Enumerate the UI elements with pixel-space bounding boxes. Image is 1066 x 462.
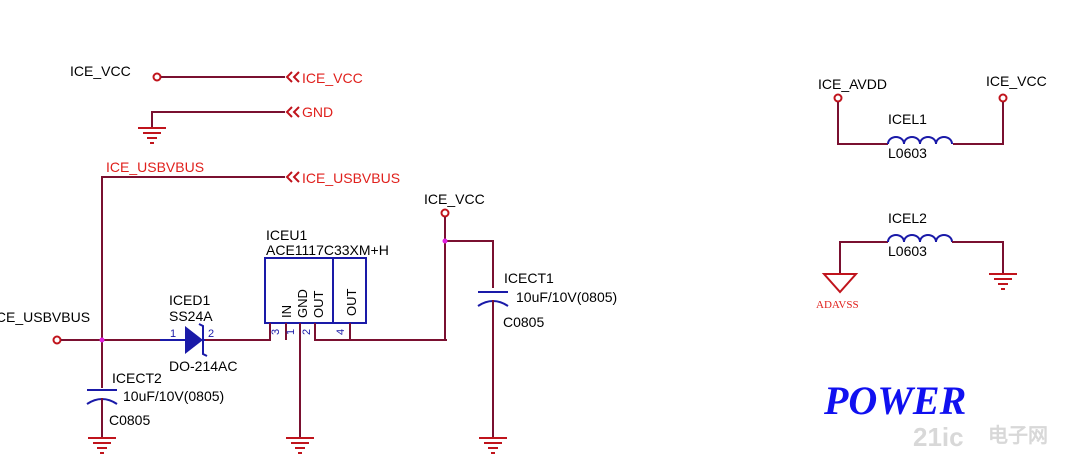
ice-avdd-pin <box>833 93 843 103</box>
iced1-pin2: 2 <box>208 328 214 340</box>
ground-icon <box>479 437 507 454</box>
watermark-text: 电子网 <box>988 423 1048 447</box>
diode-icon <box>185 326 203 354</box>
icel2-inductor: ICEL2 L0603 ADAVSS <box>816 210 1017 311</box>
iceu1-value: ACE1117C33XM+H <box>266 242 389 258</box>
icect2-capacitor: ICECT2 10uF/10V(0805) C0805 <box>86 370 224 454</box>
usbvbus-wire <box>101 176 285 340</box>
iceu1-pin-out: OUT <box>311 291 326 319</box>
iced1-value: SS24A <box>169 308 213 324</box>
junction-dot <box>442 238 448 244</box>
port-arrow-icon <box>285 106 293 118</box>
watermark-logo: 21ic <box>913 422 964 452</box>
iced1-pin1: 1 <box>170 328 176 340</box>
gnd-wire <box>151 111 285 128</box>
port-arrow-icon <box>292 171 300 183</box>
ice-vcc-power-pin <box>152 72 162 82</box>
iced1-package: DO-214AC <box>169 358 237 374</box>
analog-ground-icon <box>821 273 859 294</box>
gnd-port-net: GND <box>138 104 333 144</box>
ground-icon <box>989 273 1017 290</box>
port-arrow-icon <box>285 171 293 183</box>
iceu1-pinnum-4: 4 <box>335 329 347 335</box>
icel2-ref: ICEL2 <box>888 210 927 226</box>
iceu1-pinnum-3: 3 <box>270 329 282 335</box>
port-arrow-icon <box>285 71 293 83</box>
iceu1-pinnum-1: 1 <box>285 329 297 335</box>
port-ice-vcc-label: ICE_VCC <box>302 70 363 86</box>
ice-vcc-top-label: ICE_VCC <box>70 63 131 79</box>
ice-vcc-mid-label: ICE_VCC <box>424 191 485 207</box>
output-net: ICE_VCC <box>424 191 494 340</box>
adavss-label: ADAVSS <box>816 299 859 311</box>
iceu1-pin-gnd: GND <box>295 289 310 318</box>
icel1-inductor: ICE_AVDD ICE_VCC ICEL1 L0603 <box>818 73 1047 161</box>
iceu1-ref: ICEU1 <box>266 227 307 243</box>
icect2-ref: ICECT2 <box>112 370 162 386</box>
icect1-value: 10uF/10V(0805) <box>516 289 617 305</box>
ice-avdd-label: ICE_AVDD <box>818 76 887 92</box>
icect2-package: C0805 <box>109 412 150 428</box>
iceu1-regulator: ICEU1 ACE1117C33XM+H IN GND OUT OUT 3 1 … <box>262 227 447 454</box>
junction-dot <box>99 337 105 343</box>
input-net: ICE_USBVBUS <box>0 309 262 388</box>
icel2-package: L0603 <box>888 243 927 259</box>
ice-vcc-output-pin <box>440 208 450 218</box>
ground-icon <box>88 437 116 454</box>
icel1-ref: ICEL1 <box>888 111 927 127</box>
ice-vcc-port-net: ICE_VCC ICE_VCC <box>70 63 363 86</box>
ground-icon <box>286 437 314 454</box>
iceu1-pin-in: IN <box>279 305 294 318</box>
port-ice-usbvbus-label: ICE_USBVBUS <box>302 170 400 186</box>
iced1-ref: ICED1 <box>169 292 210 308</box>
iceu1-pinnum-2: 2 <box>301 329 313 335</box>
power-title: POWER <box>823 378 966 423</box>
ice-usbvbus-net: ICE_USBVBUS ICE_USBVBUS <box>101 159 400 340</box>
ice-vcc-right-pin <box>998 93 1008 103</box>
icect1-capacitor: ICECT1 10uF/10V(0805) C0805 <box>477 270 617 454</box>
icect1-package: C0805 <box>503 314 544 330</box>
usbvbus-input-pin <box>52 335 62 345</box>
port-arrow-icon <box>292 71 300 83</box>
ice-usbvbus-left-label: ICE_USBVBUS <box>0 309 90 325</box>
icel1-package: L0603 <box>888 145 927 161</box>
watermark: 21ic 电子网 <box>913 422 1048 452</box>
icect1-ref: ICECT1 <box>504 270 554 286</box>
port-gnd-label: GND <box>302 104 333 120</box>
inductor-icon <box>887 136 953 145</box>
ice-vcc-right-label: ICE_VCC <box>986 73 1047 89</box>
iced1-diode: ICED1 SS24A 1 2 DO-214AC <box>160 292 237 374</box>
inductor-icon <box>887 234 953 243</box>
net-ice-usbvbus-label: ICE_USBVBUS <box>106 159 204 175</box>
iceu1-pin-out2: OUT <box>344 289 359 317</box>
icect2-value: 10uF/10V(0805) <box>123 388 224 404</box>
port-arrow-icon <box>292 106 300 118</box>
ground-icon <box>138 127 166 144</box>
